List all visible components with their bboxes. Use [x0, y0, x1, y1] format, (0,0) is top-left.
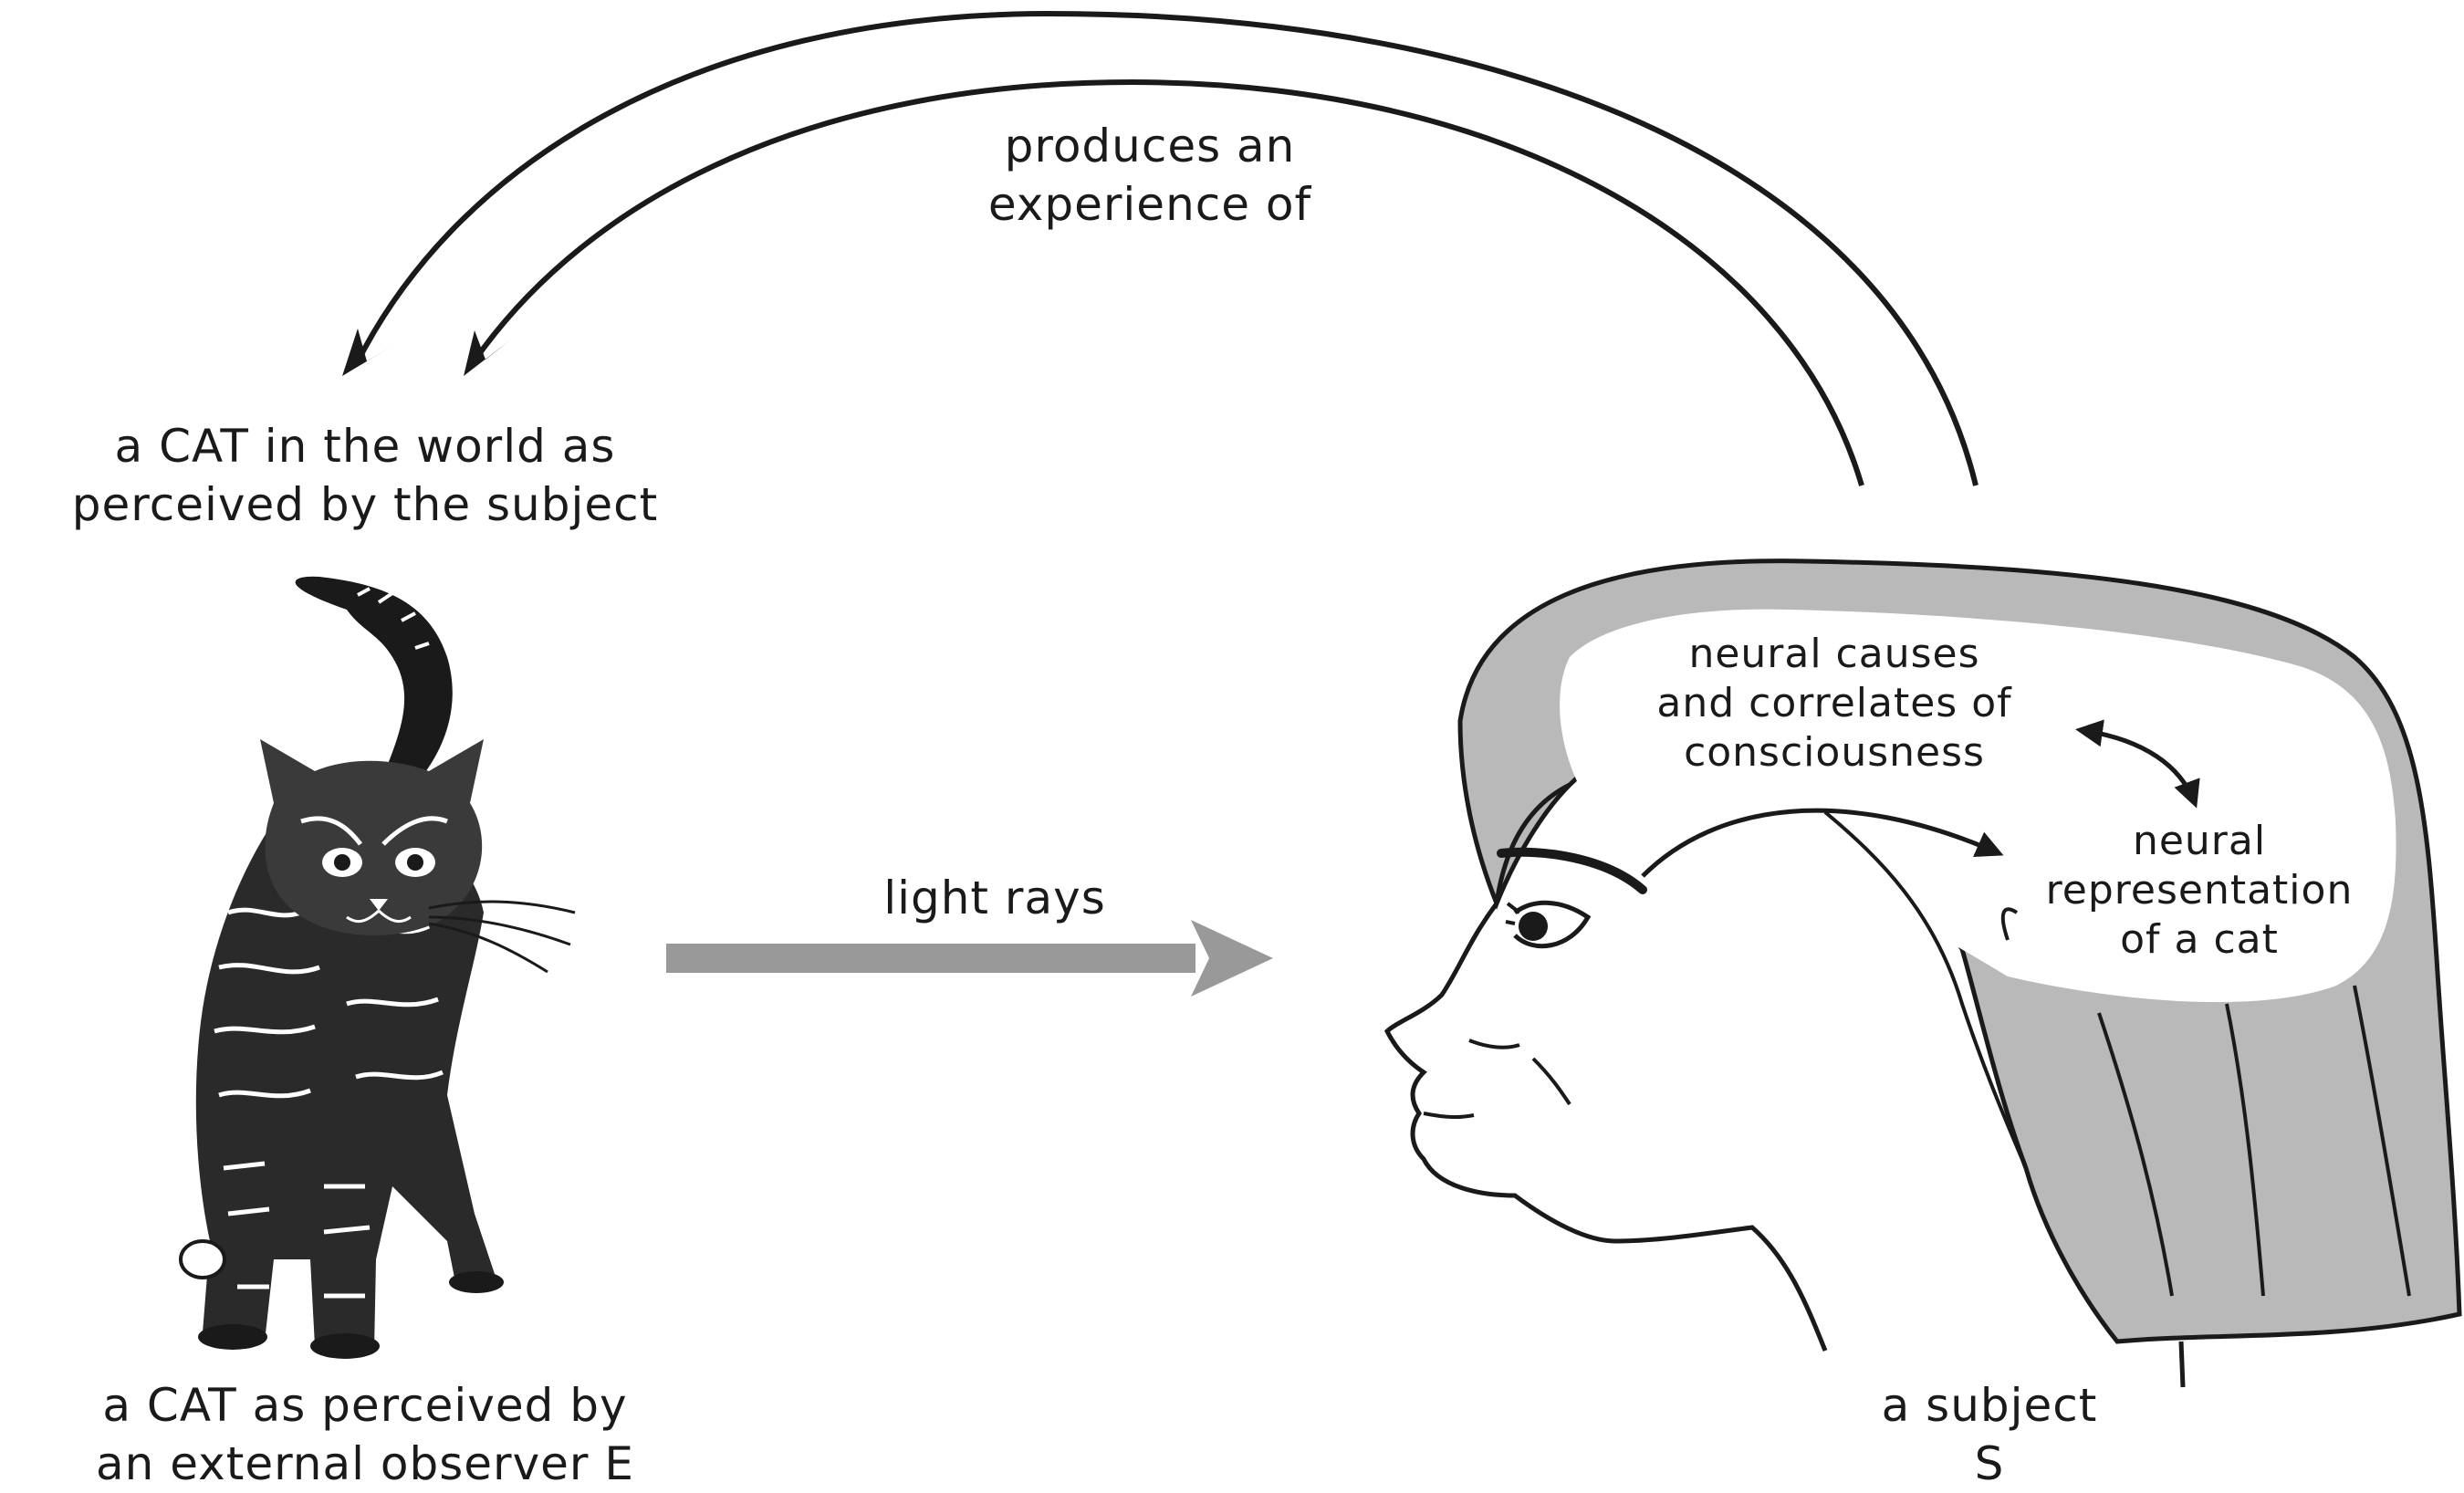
outer-experience-arc — [342, 10, 1979, 486]
produces-line-2: experience of — [987, 178, 1312, 231]
neural-causes-line-1: neural causes — [1688, 631, 1980, 677]
neural-rep-line-1: neural — [2132, 818, 2267, 864]
subject-line-1: a subject — [1881, 1379, 2098, 1432]
light-rays-arrow — [666, 920, 1273, 997]
produces-experience-label: produces an experience of — [894, 117, 1405, 234]
eye-to-brain-arrow — [1641, 808, 2004, 878]
cat-world-line-1: a CAT in the world as — [114, 420, 616, 473]
light-rays-text: light rays — [883, 872, 1106, 924]
neural-causes-label: neural causes and correlates of consciou… — [1588, 630, 2081, 778]
subject-line-2: S — [1974, 1437, 2005, 1490]
cat-observer-label: a CAT as perceived by an external observ… — [0, 1376, 730, 1493]
neural-representation-label: neural representation of a cat — [2003, 817, 2396, 965]
cat-illustration — [179, 576, 576, 1359]
cat-in-world-label: a CAT in the world as perceived by the s… — [0, 417, 730, 534]
produces-line-1: produces an — [1004, 120, 1296, 172]
cat-world-line-2: perceived by the subject — [71, 478, 659, 531]
cat-observer-line-2: an external observer E — [96, 1437, 634, 1490]
neural-causes-line-3: consciousness — [1684, 729, 1985, 776]
neural-causes-line-2: and correlates of — [1656, 680, 2012, 726]
neural-rep-line-3: of a cat — [2120, 916, 2279, 963]
neural-rep-line-2: representation — [2045, 867, 2354, 914]
subject-label: a subject S — [1761, 1376, 2218, 1493]
correlates-double-arrow — [2075, 719, 2200, 809]
inner-experience-arc — [464, 78, 1864, 486]
cat-observer-line-1: a CAT as perceived by — [102, 1379, 628, 1432]
subject-head-illustration — [1383, 559, 2462, 1388]
light-rays-label: light rays — [803, 869, 1186, 927]
